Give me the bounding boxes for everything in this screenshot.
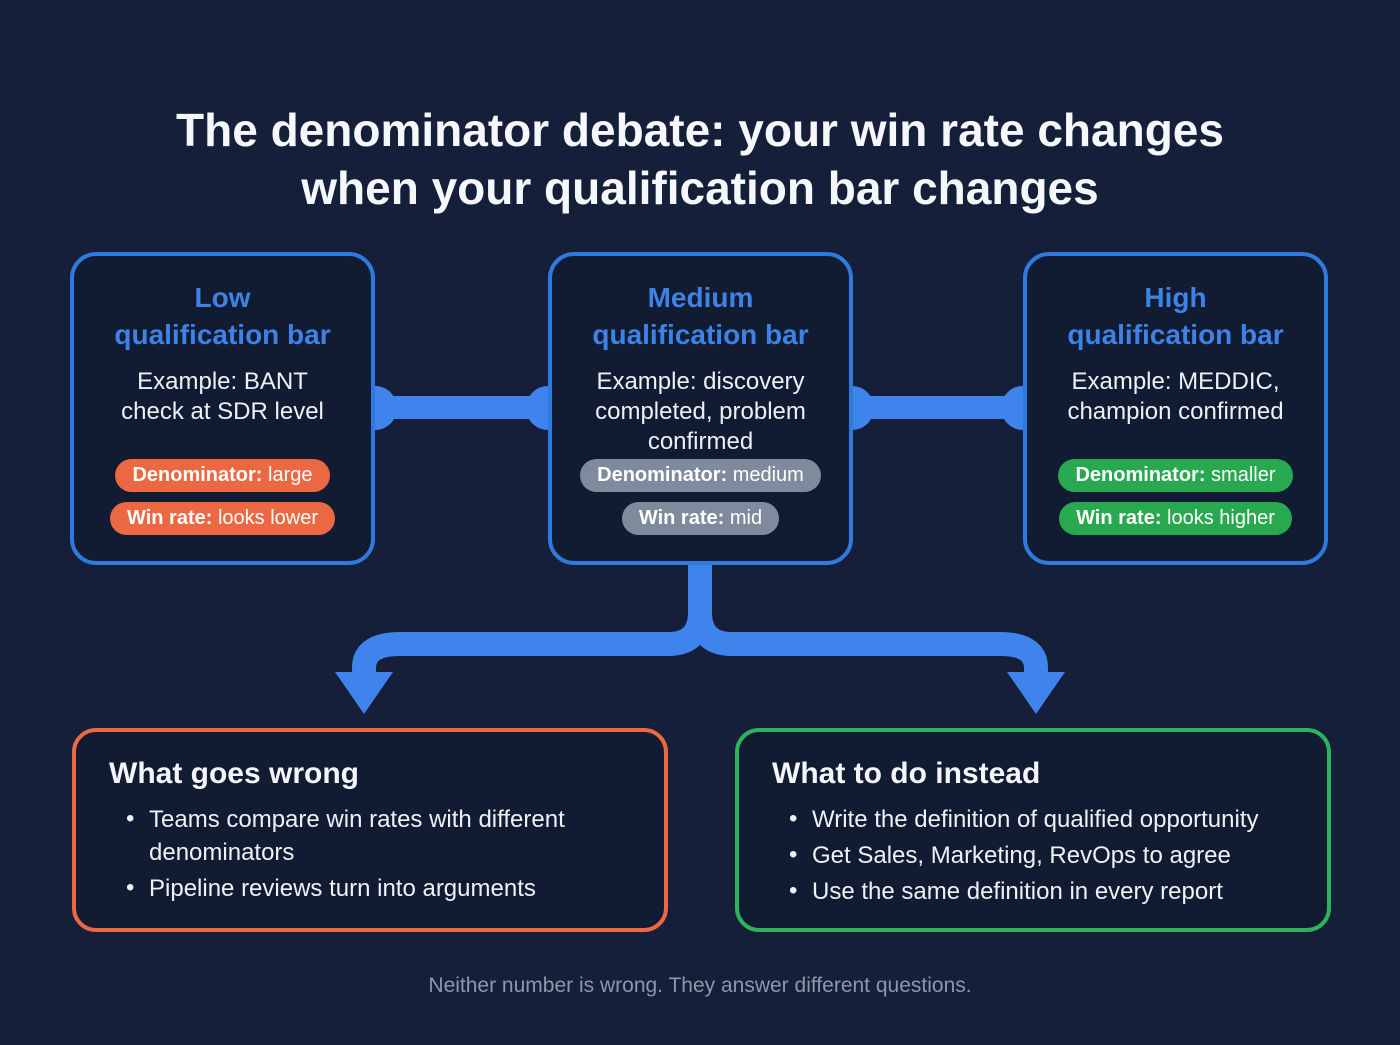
pill-label: Win rate: [127,507,213,529]
fork-branch-right [688,561,1048,678]
card-example-line: Example: discovery [596,367,805,395]
bullet-item: Pipeline reviews turn into arguments [126,872,638,906]
card-example-line: check at SDR level [121,397,324,425]
card-example: Example: discovery completed, problem co… [595,367,806,457]
outcome-box-instead: What to do instead Write the definition … [735,728,1331,932]
fork-arrowheads [335,672,1065,714]
card-heading: Medium qualification bar [592,280,808,354]
card-example: Example: BANT check at SDR level [121,367,324,427]
qual-card-low: Low qualification bar Example: BANT chec… [70,252,375,565]
pill-value: large [268,464,313,486]
card-heading-line2: qualification bar [592,318,809,350]
bullet-item: Get Sales, Marketing, RevOps to agree [789,839,1301,873]
page-title-line2: when your qualification bar changes [301,162,1099,215]
card-heading-line1: Medium [647,282,754,313]
connector-bar [852,396,1025,419]
fork-branch-left [352,561,712,678]
denominator-pill: Denominator: smaller [1058,459,1293,492]
card-example-line: completed, problem [595,397,806,425]
outcome-box-wrong: What goes wrong Teams compare win rates … [72,728,668,932]
footer-note: Neither number is wrong. They answer dif… [428,974,972,997]
card-example: Example: MEDDIC, champion confirmed [1067,367,1283,427]
card-pills: Denominator: smaller Win rate: looks hig… [1058,459,1293,535]
connector-bar [375,396,548,419]
card-heading-line1: High [1144,282,1207,313]
qual-card-high: High qualification bar Example: MEDDIC, … [1023,252,1328,565]
pill-value: looks lower [217,507,318,529]
connector-low-medium [353,386,570,430]
card-example-line: Example: MEDDIC, [1071,367,1280,395]
arrowhead-right-icon [1007,672,1065,714]
card-heading-line2: qualification bar [114,318,331,350]
pill-label: Denominator: [132,464,263,486]
connector-medium-high [830,386,1045,430]
card-example-line: confirmed [647,427,754,455]
page-title: The denominator debate: your win rate ch… [0,101,1400,218]
outcome-bullet-list: Teams compare win rates with different d… [76,803,664,906]
bullet-item: Write the definition of qualified opport… [789,803,1301,837]
pill-value: looks higher [1167,507,1275,529]
card-heading: High qualification bar [1067,280,1283,354]
denominator-pill: Denominator: large [115,459,330,492]
pill-value: medium [732,464,804,486]
bullet-item: Use the same definition in every report [789,875,1301,909]
qual-card-medium: Medium qualification bar Example: discov… [548,252,853,565]
card-heading-line2: qualification bar [1067,318,1284,350]
page-title-line1: The denominator debate: your win rate ch… [176,103,1224,156]
outcome-heading: What to do instead [772,757,1041,790]
pill-label: Denominator: [1075,464,1206,486]
win-rate-pill: Win rate: mid [621,502,780,535]
fork-connector [352,561,1048,678]
arrowhead-left-icon [335,672,393,714]
outcome-bullet-list: Write the definition of qualified opport… [739,803,1327,909]
bullet-item: Teams compare win rates with different d… [126,803,638,870]
card-heading: Low qualification bar [114,280,330,354]
pill-label: Denominator: [597,464,728,486]
card-pills: Denominator: large Win rate: looks lower [110,459,335,535]
pill-label: Win rate: [638,507,725,529]
card-example-line: Example: BANT [137,367,308,395]
card-example-line: champion confirmed [1067,397,1284,425]
pill-value: smaller [1211,464,1276,486]
card-heading-line1: Low [194,282,251,313]
win-rate-pill: Win rate: looks lower [110,502,335,535]
pill-value: mid [729,507,763,529]
outcome-heading: What goes wrong [109,757,359,790]
denominator-pill: Denominator: medium [580,459,821,492]
pill-label: Win rate: [1076,507,1162,529]
win-rate-pill: Win rate: looks higher [1059,502,1292,535]
card-pills: Denominator: medium Win rate: mid [580,459,821,535]
